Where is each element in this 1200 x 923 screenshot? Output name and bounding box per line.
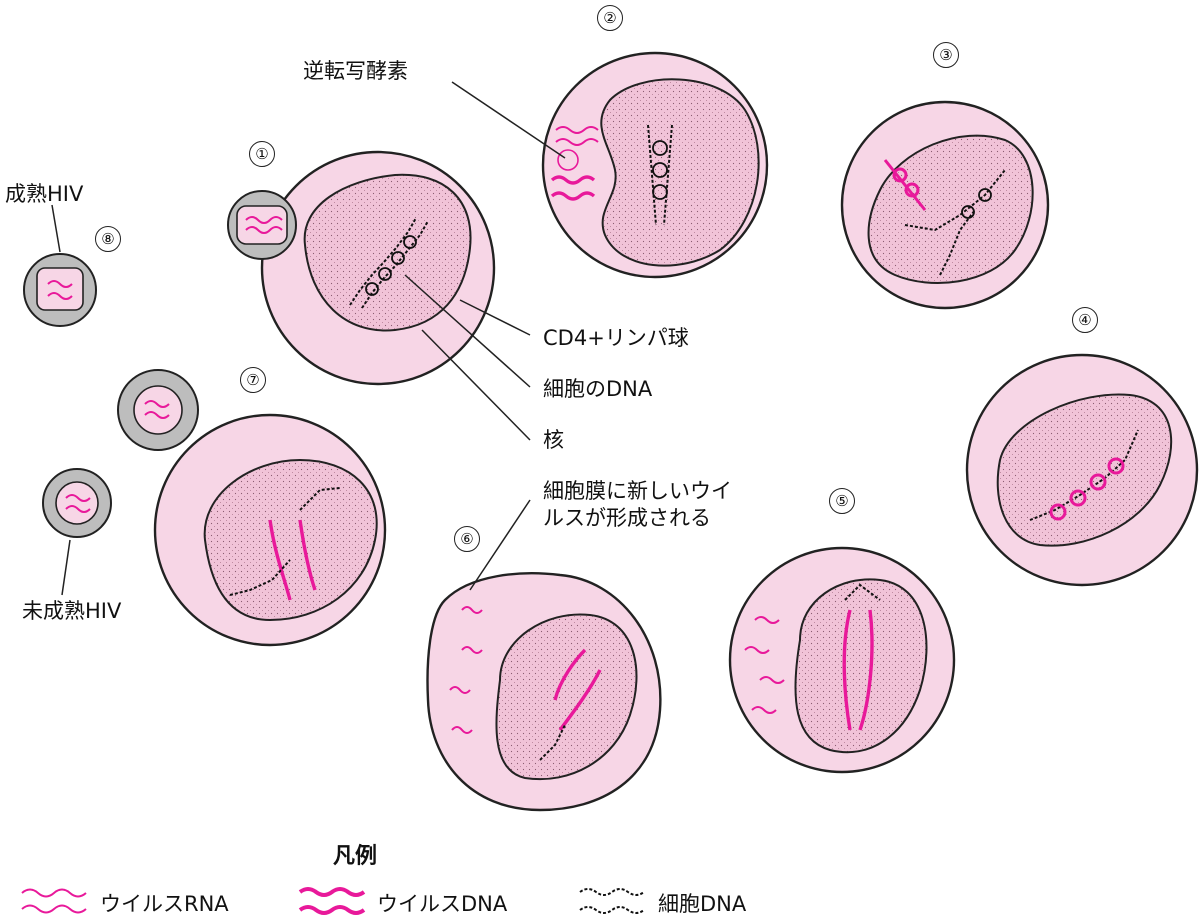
step-number-8: ⑧ xyxy=(95,226,121,252)
reverse-transcriptase-label: 逆転写酵素 xyxy=(303,59,408,83)
legend-label-viral-dna: ウイルスDNA xyxy=(377,892,508,916)
cell-stage-7 xyxy=(117,369,387,647)
nucleus-stage-5 xyxy=(794,578,928,754)
step-number-7: ⑦ xyxy=(240,367,266,393)
nucleus-stage-6 xyxy=(495,613,638,781)
cd4-lymphocyte-label: CD4+リンパ球 xyxy=(543,326,689,350)
legend-label-viral-rna: ウイルスRNA xyxy=(100,892,229,916)
cell-dna-label: 細胞のDNA xyxy=(543,377,653,401)
nucleus-stage-7 xyxy=(203,458,378,622)
cell-stage-5 xyxy=(728,546,956,774)
reverse-transcriptase-enzyme xyxy=(557,149,579,171)
nucleus-stage-4 xyxy=(996,393,1173,547)
nucleus-stage-2 xyxy=(600,78,760,267)
legend-title: 凡例 xyxy=(333,844,378,869)
cell-stage-6 xyxy=(426,572,662,812)
step-number-3: ③ xyxy=(933,42,959,68)
nucleus-stage-1 xyxy=(303,173,472,332)
immature-hiv-label: 未成熟HIV xyxy=(22,599,122,623)
viral-rna-wave-icon xyxy=(21,888,87,914)
step-number-6: ⑥ xyxy=(454,526,480,552)
step-number-5: ⑤ xyxy=(829,488,855,514)
leader-lines xyxy=(51,81,566,596)
new-virus-formation-label: 細胞膜に新しいウイルスが形成される xyxy=(543,479,732,530)
legend-icons xyxy=(21,887,645,915)
viral-dna-strand-icon xyxy=(298,887,366,915)
step-number-1: ① xyxy=(249,141,275,167)
step-number-4: ④ xyxy=(1072,307,1098,333)
cell-stage-4 xyxy=(965,353,1199,587)
cell-dna-strand-icon xyxy=(579,888,645,914)
nucleus-stage-3 xyxy=(867,134,1034,284)
immature-hiv-virion xyxy=(42,468,112,538)
cell-stage-3 xyxy=(840,100,1050,310)
legend-label-cell-dna: 細胞DNA xyxy=(658,892,747,916)
nucleus-label: 核 xyxy=(543,428,564,452)
mature-hiv-label: 成熟HIV xyxy=(5,182,84,206)
attached-virus-stage-1 xyxy=(227,190,297,260)
step-number-2: ② xyxy=(597,5,623,31)
mature-hiv-virion xyxy=(23,253,97,327)
budding-virus-stage-7 xyxy=(117,369,199,451)
cell-stage-1 xyxy=(227,150,496,386)
cell-stage-2 xyxy=(541,51,769,279)
